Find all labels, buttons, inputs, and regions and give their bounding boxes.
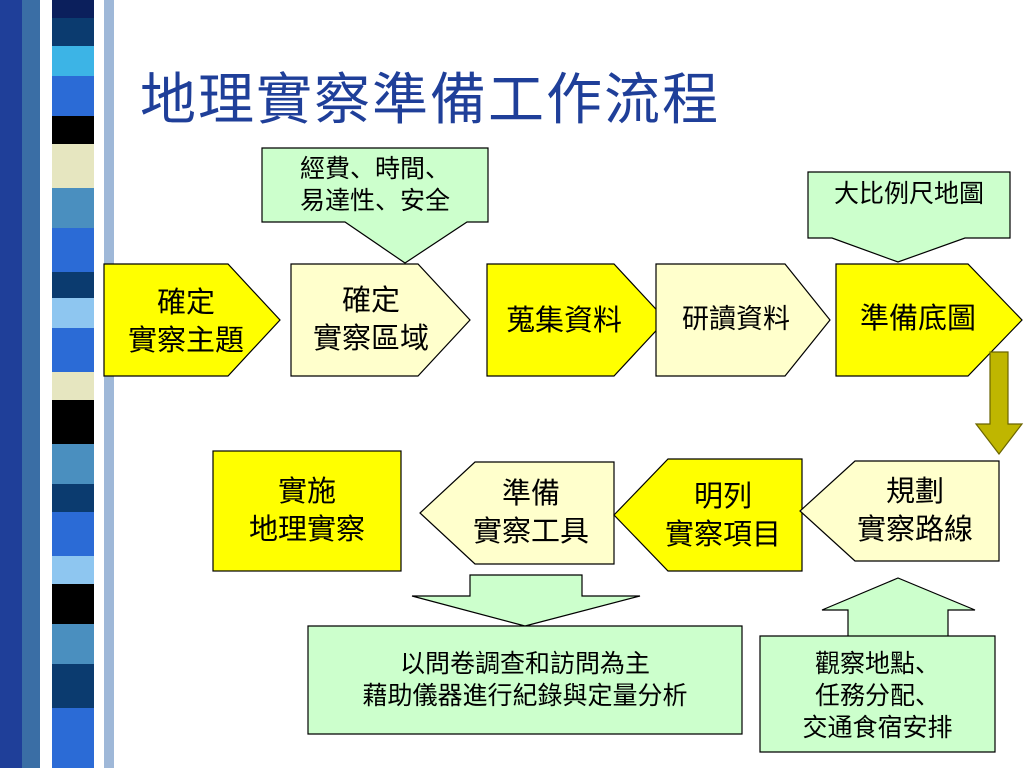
- step-collect-data-shape: [486, 263, 667, 377]
- step-prepare-tools-label: 準備 實察工具: [472, 476, 589, 548]
- step-prepare-basemap-label: 準備底圖: [859, 301, 976, 335]
- input-arrow-top-left: [261, 147, 489, 264]
- input-bottom-right-text: 觀察地點、 任務分配、 交通食宿安排: [802, 649, 953, 742]
- step-list-items-shape: [613, 458, 803, 572]
- input-bottom-left-text: 以問卷調查和訪問為主 藉助儀器進行紀錄與定量分析: [362, 649, 688, 710]
- step-list-items-label: 明列 實察項目: [664, 479, 781, 551]
- step-collect-data-label: 蒐集資料: [505, 303, 622, 337]
- input-arrow-bottom-right: [759, 577, 996, 753]
- input-arrow-bottom-left: [307, 574, 743, 735]
- input-top-right-text: 大比例尺地圖: [833, 179, 984, 208]
- step-confirm-area-label: 確定 實察區域: [312, 283, 429, 355]
- step-study-data-shape: [655, 263, 831, 377]
- step-confirm-theme-shape: [103, 263, 281, 377]
- step-plan-route-label: 規劃 實察路線: [856, 474, 973, 546]
- down-arrow: [974, 351, 1024, 455]
- step-prepare-tools-shape: [419, 461, 615, 565]
- input-arrow-top-right: [807, 171, 1011, 263]
- step-implement-fieldwork-label: 實施 地理實察: [248, 474, 365, 546]
- step-confirm-theme-label: 確定 實察主題: [127, 285, 244, 357]
- input-top-left-text: 經費、時間、 易達性、安全: [299, 154, 450, 215]
- step-plan-route-shape: [799, 460, 1000, 562]
- step-confirm-area-shape: [290, 263, 471, 377]
- step-prepare-basemap-shape: [835, 263, 1023, 377]
- step-implement-fieldwork-shape: [212, 450, 402, 572]
- step-study-data-label: 研讀資料: [682, 304, 790, 335]
- left-stripe-bar: [0, 0, 114, 768]
- page-title: 地理實察準備工作流程: [140, 68, 720, 133]
